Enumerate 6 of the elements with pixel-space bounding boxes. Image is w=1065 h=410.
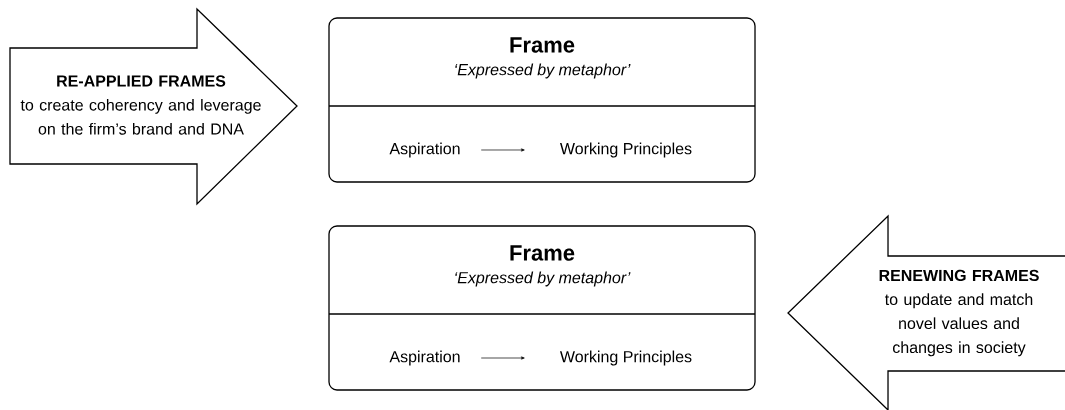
principle-label: Working Principles: [559, 142, 692, 158]
arrow: [480, 356, 525, 360]
principle-label: Aspiration: [389, 350, 460, 366]
principle-label: Working Principles: [559, 350, 692, 366]
principle-label: Aspiration: [389, 142, 460, 158]
arrow: [480, 148, 525, 152]
